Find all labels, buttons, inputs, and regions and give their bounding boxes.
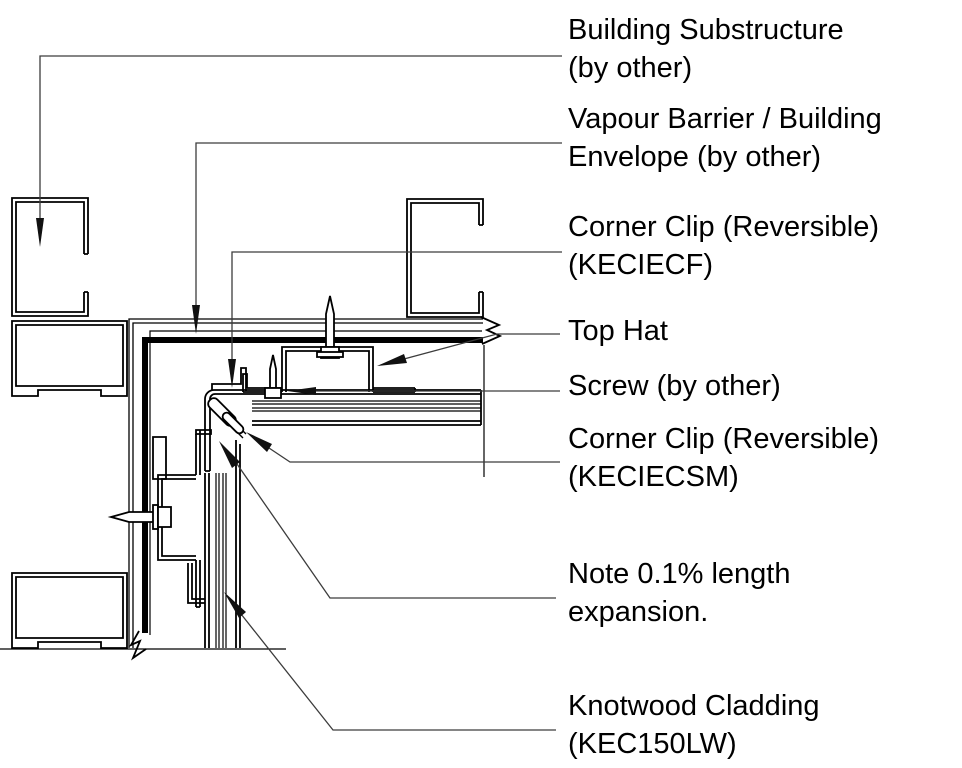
label-line: Vapour Barrier / Building	[568, 103, 882, 135]
label-line: expansion.	[568, 596, 709, 628]
label-screw: Screw (by other)	[568, 367, 781, 405]
break-symbols	[128, 316, 503, 661]
break-symbol-bottom	[128, 630, 147, 661]
cladding-horizontal	[252, 345, 485, 477]
label-line: Top Hat	[568, 315, 668, 347]
label-line: Envelope (by other)	[568, 141, 822, 173]
leader-note	[236, 463, 556, 599]
screw-top-washer	[316, 351, 344, 358]
label-corner-clip-keciecsm: Corner Clip (Reversible) (KECIECSM)	[568, 420, 879, 496]
corner-clip-capsule-2	[221, 411, 245, 435]
stud-mid-left-profile	[11, 320, 128, 397]
label-line: (KEC150LW)	[568, 728, 737, 760]
label-line: Corner Clip (Reversible)	[568, 423, 880, 455]
lower-clip-bracket	[187, 563, 205, 604]
screws	[107, 295, 344, 530]
stud-top-left-profile	[11, 197, 89, 317]
corner-clip-step	[211, 367, 247, 391]
vapour-barrier-lines	[128, 318, 483, 648]
barrier-line-face	[149, 330, 482, 635]
arrowhead-screw	[287, 387, 316, 395]
stud-bottom-left-profile	[11, 572, 128, 649]
label-top-hat: Top Hat	[568, 312, 668, 350]
arrowhead-top-hat	[377, 354, 407, 366]
label-building-substructure: Building Substructure (by other)	[568, 11, 844, 87]
leader-top-hat	[403, 333, 560, 360]
screw-corner-shaft	[269, 354, 277, 389]
cladding-v-outer-face	[204, 473, 210, 648]
label-line: Corner Clip (Reversible)	[568, 211, 880, 243]
arrowhead-knotwood	[224, 592, 246, 618]
screw-top-shaft	[325, 295, 335, 348]
label-line: (KECIECF)	[568, 249, 713, 281]
label-line: Screw (by other)	[568, 370, 781, 402]
leader-arrowheads	[36, 218, 407, 618]
arrowhead-building-substructure	[36, 218, 44, 247]
cladding-vertical	[204, 440, 241, 648]
arrowhead-vapour-barrier	[192, 305, 200, 334]
break-symbol-right	[480, 316, 503, 345]
cladding-h-top-face	[252, 389, 481, 395]
leader-vapour-barrier	[195, 142, 562, 307]
leader-lines	[39, 55, 562, 731]
barrier-line-outer	[128, 318, 483, 648]
label-line: Knotwood Cladding	[568, 690, 820, 722]
leader-corner-clip-sm	[268, 447, 560, 463]
screw-left-head	[157, 506, 172, 528]
arrowhead-corner-clip-sm	[246, 432, 272, 452]
cladding-h-bottom-face	[252, 390, 482, 426]
label-line: (by other)	[568, 52, 693, 84]
label-vapour-barrier: Vapour Barrier / Building Envelope (by o…	[568, 100, 882, 176]
leader-knotwood	[240, 613, 556, 731]
label-line: (KECIECSM)	[568, 461, 739, 493]
screw-left-shaft	[107, 511, 159, 523]
arrowhead-note	[219, 441, 240, 468]
wall-bracket	[152, 436, 167, 480]
top-hat-h-flange-lip	[242, 373, 248, 392]
corner-clips	[207, 397, 245, 435]
label-line: Building Substructure	[568, 14, 844, 46]
label-line: Note 0.1% length	[568, 558, 791, 590]
leader-corner-clip-f	[231, 251, 562, 360]
screw-corner-head	[264, 387, 282, 399]
corner-outer-edge	[204, 389, 252, 471]
top-hat-v-upper-flange	[195, 430, 201, 475]
cladding-v-grooves	[215, 473, 227, 648]
cladding-h-grooves	[252, 400, 481, 412]
leader-building-substructure	[39, 55, 562, 220]
label-corner-clip-keciecf: Corner Clip (Reversible) (KECIECF)	[568, 208, 879, 284]
label-knotwood-cladding: Knotwood Cladding (KEC150LW)	[568, 687, 820, 763]
top-hat-v-flange-lip	[195, 429, 212, 435]
substructure-profiles	[11, 197, 484, 649]
label-expansion-note: Note 0.1% length expansion.	[568, 555, 790, 631]
arrowhead-corner-clip-f	[228, 359, 236, 388]
barrier-line-inner	[132, 322, 483, 648]
top-hat-v-lower-flange	[195, 560, 201, 608]
stud-top-right-profile	[406, 198, 484, 318]
